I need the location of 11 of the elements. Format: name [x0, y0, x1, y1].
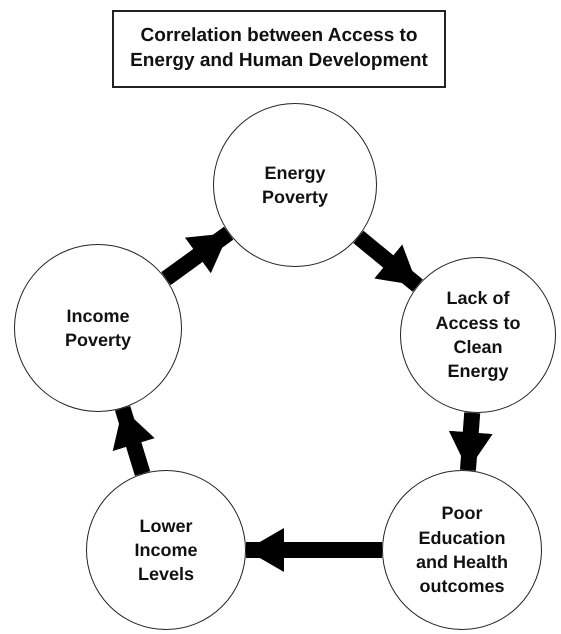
node-label: Energy Poverty [260, 162, 330, 209]
block-arrow [353, 230, 423, 292]
node-label: Lack of Access to Clean Energy [434, 287, 522, 384]
node-label: Lower Income Levels [133, 514, 199, 586]
title-box: Correlation between Access to Energy and Human Development [112, 10, 446, 88]
block-arrow [112, 406, 155, 476]
block-arrow [448, 412, 493, 471]
node-label: Poor Education and Health outcomes [414, 502, 509, 598]
block-arrow [161, 226, 234, 286]
node-label: Income Poverty [64, 304, 132, 352]
block-arrow [246, 528, 382, 572]
